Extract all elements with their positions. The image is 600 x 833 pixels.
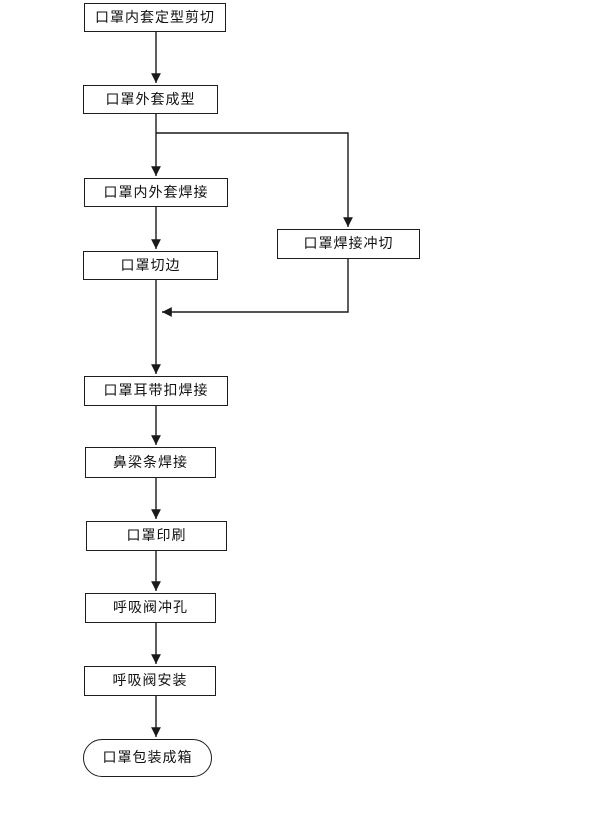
node-packing-into-boxes: 口罩包装成箱 xyxy=(83,739,212,777)
node-edge-trimming: 口罩切边 xyxy=(83,251,218,280)
node-mask-printing: 口罩印刷 xyxy=(86,521,227,551)
node-valve-installation: 呼吸阀安装 xyxy=(84,666,216,696)
node-nose-bridge-welding: 鼻梁条焊接 xyxy=(85,447,216,478)
node-ear-strap-buckle-welding: 口罩耳带扣焊接 xyxy=(84,376,228,406)
node-valve-punching: 呼吸阀冲孔 xyxy=(85,593,216,623)
node-outer-cover-forming: 口罩外套成型 xyxy=(83,85,218,114)
node-inner-cover-shaping-cutting: 口罩内套定型剪切 xyxy=(84,3,226,32)
node-welding-punch-cutting: 口罩焊接冲切 xyxy=(277,229,420,259)
node-inner-outer-cover-welding: 口罩内外套焊接 xyxy=(84,178,228,207)
